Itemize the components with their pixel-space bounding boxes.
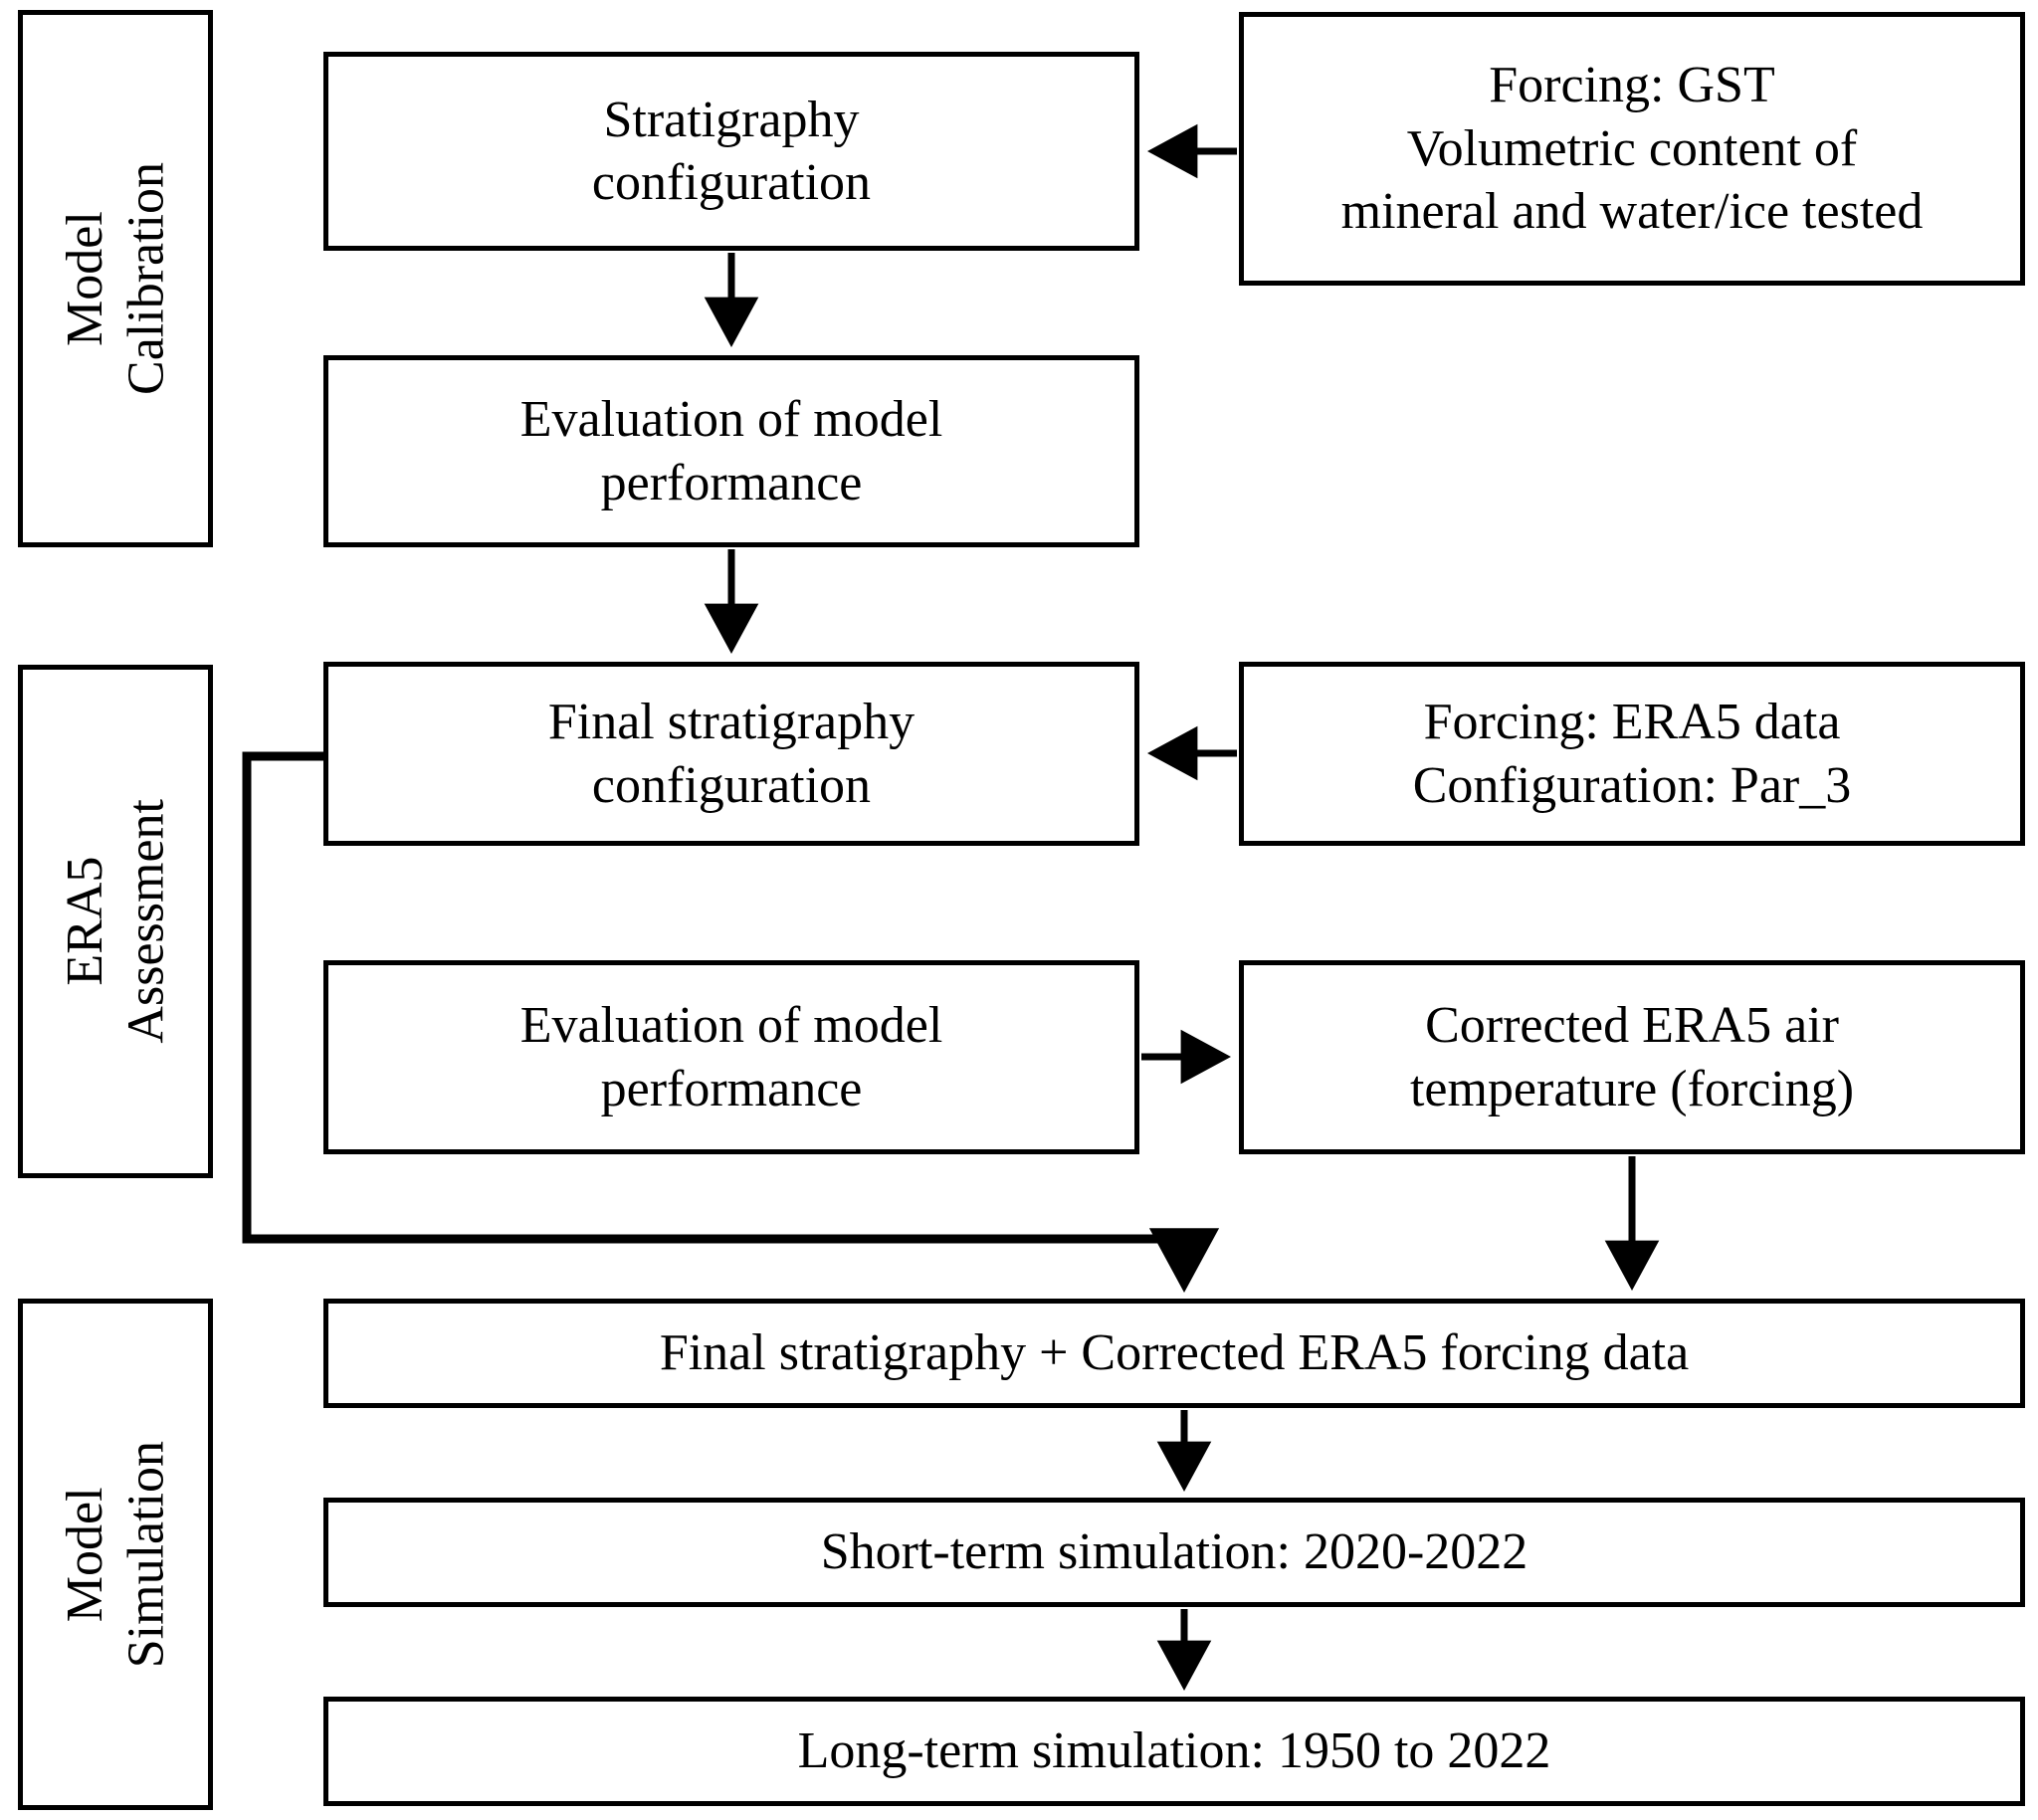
node-label: Long-term simulation: 1950 to 2022 bbox=[797, 1722, 1551, 1780]
node-label: Corrected ERA5 air temperature (forcing) bbox=[1409, 997, 1855, 1117]
node-corrected-era5-air-temperature: Corrected ERA5 air temperature (forcing) bbox=[1239, 960, 2025, 1154]
node-label: Short-term simulation: 2020-2022 bbox=[820, 1523, 1528, 1581]
node-label: Stratigraphy configuration bbox=[591, 91, 872, 211]
node-long-term-simulation: Long-term simulation: 1950 to 2022 bbox=[323, 1697, 2025, 1806]
node-stratigraphy-configuration: Stratigraphy configuration bbox=[323, 52, 1139, 251]
node-label: Forcing: GST Volumetric content of miner… bbox=[1340, 57, 1924, 241]
node-forcing-era5: Forcing: ERA5 data Configuration: Par_3 bbox=[1239, 662, 2025, 846]
node-label: Forcing: ERA5 data Configuration: Par_3 bbox=[1412, 694, 1852, 814]
node-evaluation-model-performance-2: Evaluation of model performance bbox=[323, 960, 1139, 1154]
node-forcing-gst: Forcing: GST Volumetric content of miner… bbox=[1239, 12, 2025, 286]
node-final-stratigraphy-configuration: Final stratigraphy configuration bbox=[323, 662, 1139, 846]
stage-label-era5-assessment: ERA5 Assessment bbox=[18, 665, 213, 1178]
node-short-term-simulation: Short-term simulation: 2020-2022 bbox=[323, 1498, 2025, 1607]
stage-label-model-simulation: Model Simulation bbox=[18, 1299, 213, 1810]
node-label: Evaluation of model performance bbox=[519, 391, 943, 511]
arrow-final-stratigraphy-to-final-combined bbox=[242, 751, 1220, 1294]
node-evaluation-model-performance-1: Evaluation of model performance bbox=[323, 355, 1139, 547]
node-label: Evaluation of model performance bbox=[519, 997, 943, 1117]
node-final-stratigraphy-plus-forcing: Final stratigraphy + Corrected ERA5 forc… bbox=[323, 1299, 2025, 1408]
stage-label-model-calibration: Model Calibration bbox=[18, 10, 213, 547]
node-label: Final stratigraphy + Corrected ERA5 forc… bbox=[659, 1324, 1690, 1382]
node-label: Final stratigraphy configuration bbox=[547, 694, 916, 814]
